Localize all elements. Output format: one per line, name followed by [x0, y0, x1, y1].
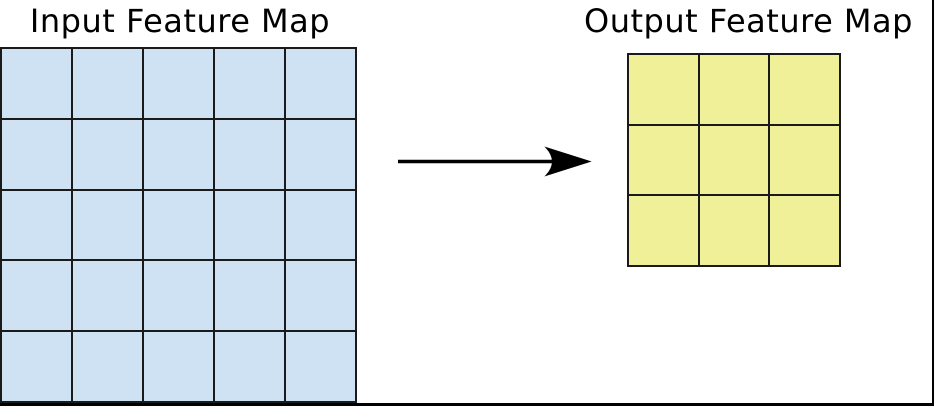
grid-cell	[699, 196, 769, 265]
grid-cell	[770, 196, 839, 265]
grid-cell	[73, 49, 142, 118]
grid-cell	[699, 125, 769, 195]
grid-cell	[73, 261, 142, 331]
grid-cell	[286, 190, 355, 260]
grid-cell	[699, 55, 769, 124]
grid-cell	[629, 55, 698, 124]
grid-cell	[144, 261, 213, 331]
grid-cell	[73, 119, 142, 189]
grid-cell	[144, 332, 213, 401]
grid-cell	[215, 261, 284, 331]
frame-bottom-border	[0, 403, 934, 406]
grid-cell	[144, 119, 213, 189]
grid-cell	[2, 119, 71, 189]
grid-cell	[2, 190, 71, 260]
arrow-head	[544, 146, 592, 177]
grid-cell	[2, 332, 71, 401]
grid-cell	[770, 125, 839, 195]
output-feature-map-grid	[627, 53, 841, 267]
grid-cell	[144, 190, 213, 260]
grid-cell	[73, 332, 142, 401]
grid-cell	[215, 190, 284, 260]
grid-cell	[770, 55, 839, 124]
grid-cell	[629, 196, 698, 265]
grid-cell	[144, 49, 213, 118]
right-arrow-icon	[398, 146, 592, 177]
grid-cell	[286, 49, 355, 118]
grid-cell	[286, 261, 355, 331]
grid-cell	[73, 190, 142, 260]
grid-cell	[215, 119, 284, 189]
grid-cell	[286, 119, 355, 189]
grid-cell	[215, 49, 284, 118]
input-feature-map-title: Input Feature Map	[29, 2, 331, 40]
input-feature-map-grid	[0, 47, 357, 403]
grid-cell	[286, 332, 355, 401]
grid-cell	[215, 332, 284, 401]
grid-cell	[629, 125, 698, 195]
grid-cell	[2, 49, 71, 118]
frame-right-border	[932, 0, 934, 406]
output-feature-map-title: Output Feature Map	[584, 2, 913, 40]
grid-cell	[2, 261, 71, 331]
